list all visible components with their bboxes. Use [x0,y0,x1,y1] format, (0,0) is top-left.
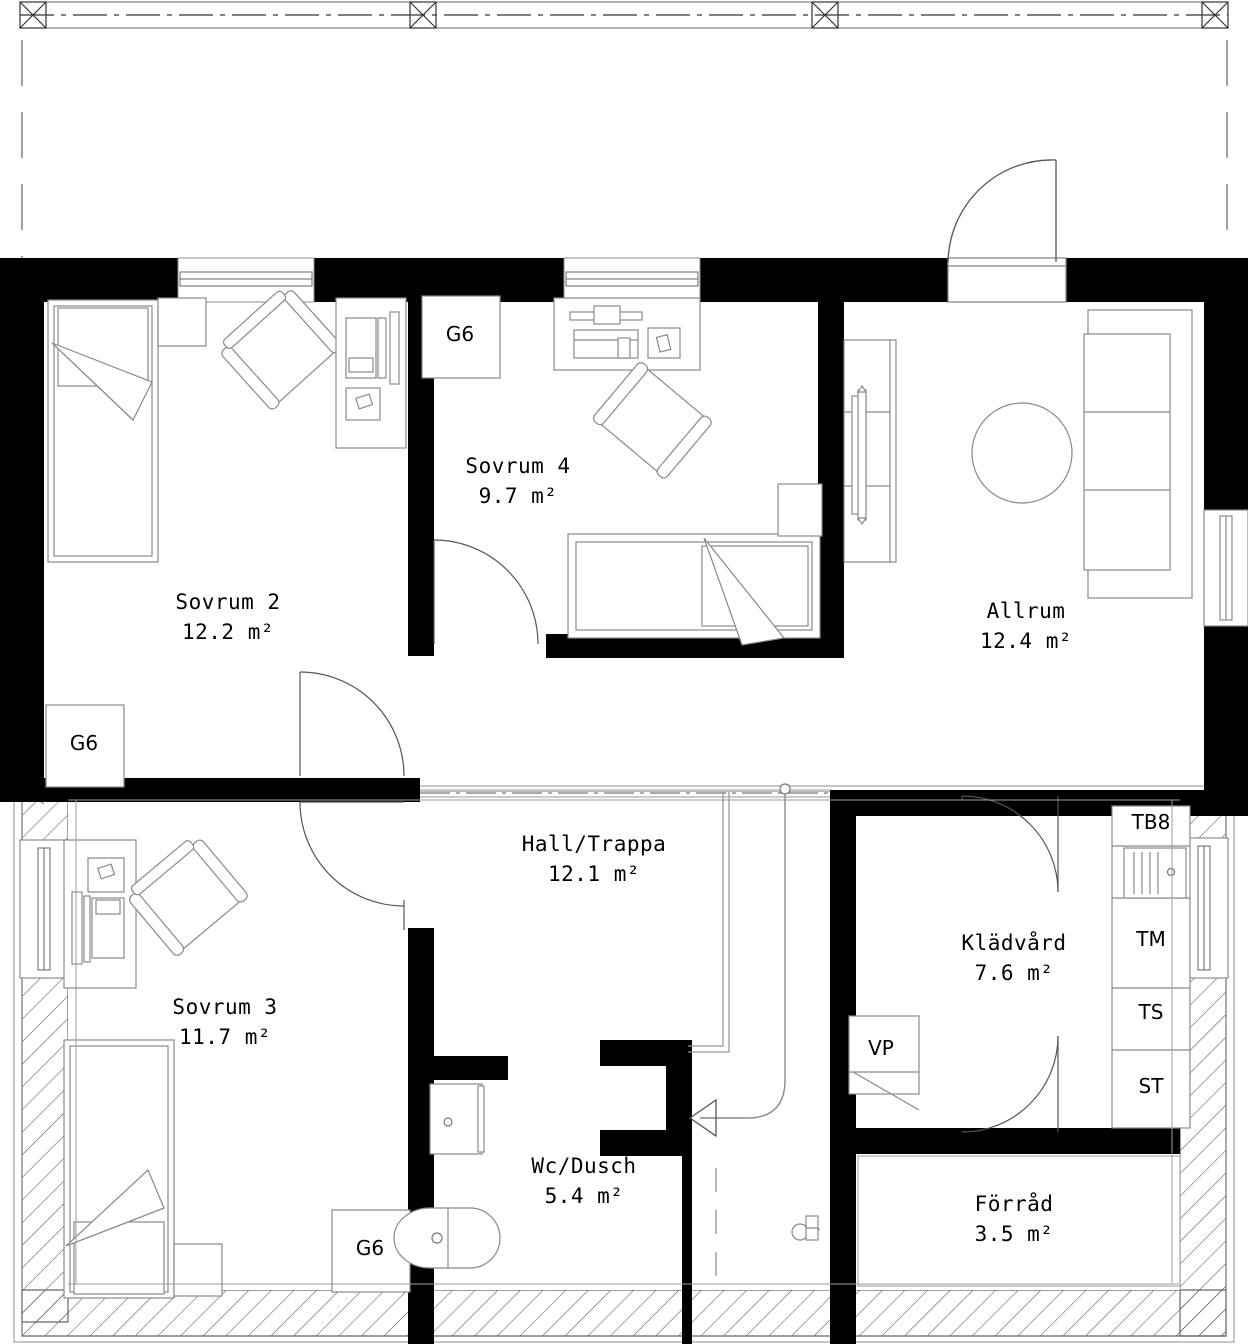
room-label-wcdusch: Wc/Dusch [531,1154,637,1178]
room-label-sovrum4: Sovrum 4 [465,454,571,478]
room-area-sovrum3: 11.7 m² [178,1025,271,1049]
fixture-tag-ts: TS [1138,1000,1164,1024]
fixture-tag-g6-sovrum4: G6 [445,322,475,346]
room-label-sovrum3: Sovrum 3 [172,995,278,1019]
exterior-hatched-walls [13,785,1235,1343]
door-sovrum2 [299,671,405,777]
room-area-sovrum2: 12.2 m² [181,620,274,644]
room-area-allrum: 12.4 m² [979,629,1072,653]
appliance-column-kladvard [848,795,1191,1133]
structural-walls [0,258,1248,1344]
furniture-allrum [843,309,1248,627]
door-top-right [947,159,1067,303]
room-area-sovrum4: 9.7 m² [478,484,558,508]
window-top-middle [563,257,701,303]
room-label-forrad: Förråd [974,1192,1054,1216]
fixture-tag-g6-sovrum3: G6 [355,1236,385,1260]
fixture-tag-g6-sovrum2: G6 [69,731,99,755]
window-top-left [177,257,315,303]
room-label-kladvard: Klädvård [961,931,1067,955]
room-label-halltrappa: Hall/Trappa [521,832,667,856]
room-label-allrum: Allrum [986,599,1066,623]
wall-finish-lines [68,799,1180,1285]
furniture-sovrum4 [421,295,823,646]
fixture-tag-vp: VP [868,1036,894,1060]
furniture-sovrum2 [45,290,407,788]
room-area-forrad: 3.5 m² [974,1222,1054,1246]
stair-and-railing [420,783,830,1138]
fixture-tag-st: ST [1138,1074,1164,1098]
room-label-sovrum2: Sovrum 2 [175,590,281,614]
fixture-tag-tb8: TB8 [1131,810,1171,834]
forrad-outline [857,1155,1181,1287]
fixtures-wc-dusch [393,1083,821,1290]
section-line-top [19,1,1229,29]
room-area-kladvard: 7.6 m² [974,961,1054,985]
room-area-wcdusch: 5.4 m² [544,1184,624,1208]
room-area-halltrappa: 12.1 m² [547,862,640,886]
furniture-sovrum3 [63,801,411,1299]
fixture-tag-tm: TM [1136,927,1166,951]
